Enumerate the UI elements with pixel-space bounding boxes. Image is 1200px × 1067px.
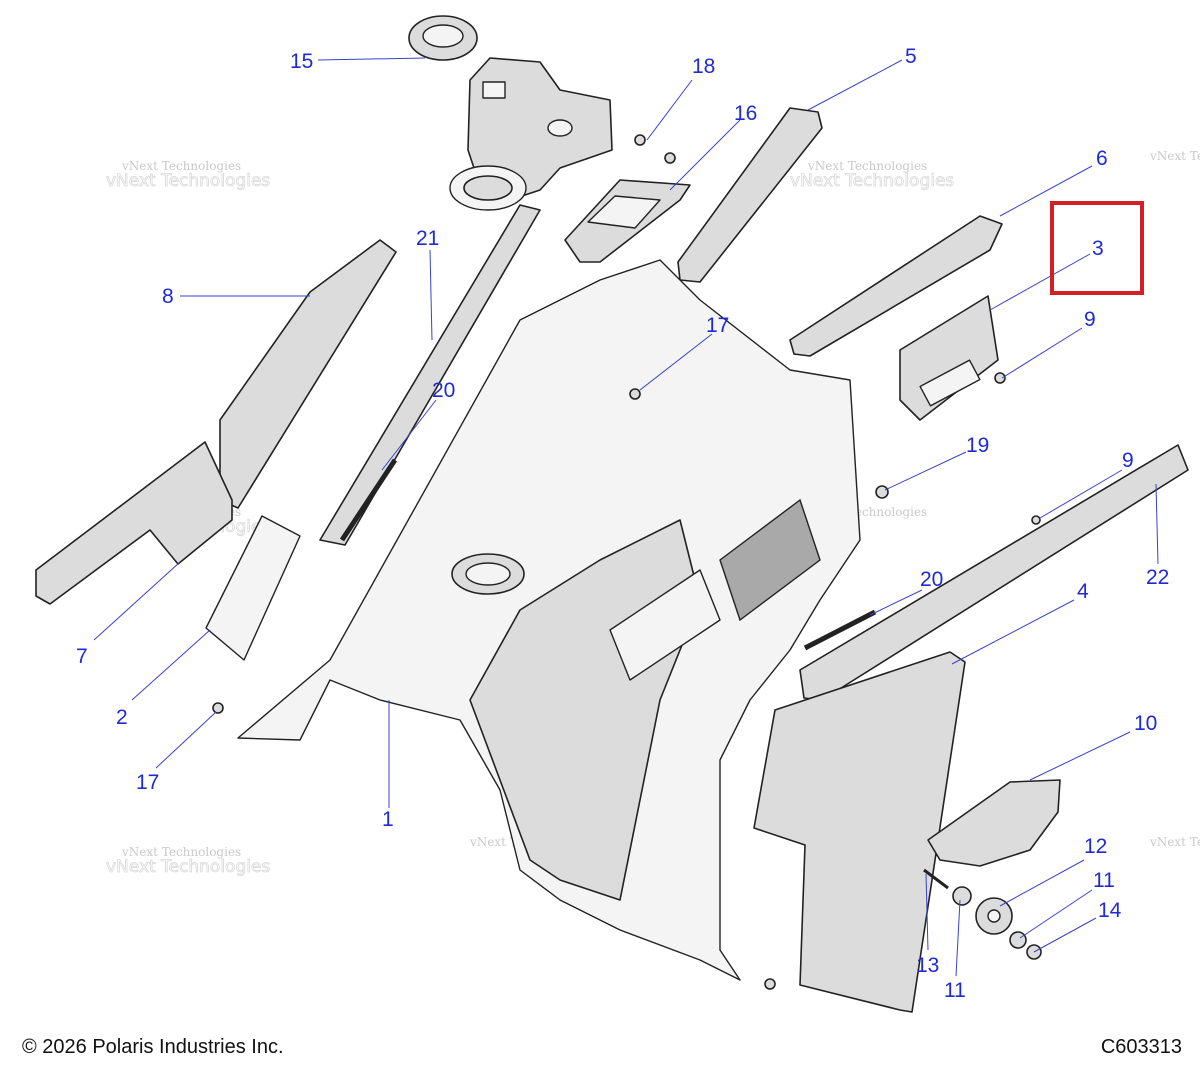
callout-6[interactable]: 6 bbox=[1096, 147, 1108, 170]
part-5-pad bbox=[677, 107, 823, 283]
part-20-rod-lower bbox=[803, 609, 877, 651]
part-3-grill bbox=[899, 295, 999, 421]
watermark: vNext Technologies bbox=[106, 857, 270, 877]
callout-1[interactable]: 1 bbox=[382, 808, 394, 831]
callout-11[interactable]: 11 bbox=[1093, 869, 1115, 892]
callout-11[interactable]: 11 bbox=[944, 979, 966, 1002]
part-22-strip bbox=[799, 444, 1189, 701]
callout-9[interactable]: 9 bbox=[1122, 449, 1134, 472]
leader-line bbox=[925, 873, 929, 951]
callout-15[interactable]: 15 bbox=[290, 50, 313, 73]
leader-line bbox=[669, 119, 741, 191]
part-6-pad bbox=[789, 215, 1003, 357]
leader-line bbox=[1039, 469, 1123, 519]
watermark: vNext Technologies bbox=[790, 171, 954, 191]
leader-line bbox=[999, 165, 1093, 217]
part-4-pad bbox=[753, 651, 966, 1013]
leader-line bbox=[639, 333, 713, 391]
leader-line bbox=[951, 599, 1075, 665]
callout-14[interactable]: 14 bbox=[1098, 899, 1122, 922]
leader-line bbox=[1019, 889, 1093, 939]
callout-8[interactable]: 8 bbox=[162, 285, 174, 308]
leader-line bbox=[317, 57, 426, 61]
leader-line bbox=[989, 253, 1091, 311]
callout-20[interactable]: 20 bbox=[432, 379, 455, 402]
leader-line bbox=[1155, 483, 1159, 565]
leader-line bbox=[999, 859, 1085, 907]
leader-line bbox=[131, 629, 211, 701]
leader-line bbox=[869, 589, 923, 616]
figure-id: C603313 bbox=[1100, 1036, 1182, 1058]
watermark: vNext Technologies bbox=[121, 159, 241, 173]
callout-20[interactable]: 20 bbox=[920, 568, 943, 591]
watermark: vNext Technologies bbox=[1149, 835, 1200, 849]
callout-18[interactable]: 18 bbox=[692, 55, 715, 78]
leader-line bbox=[884, 451, 967, 491]
part-15-ring bbox=[408, 15, 478, 61]
callout-3[interactable]: 3 bbox=[1092, 237, 1104, 260]
leader-line bbox=[955, 899, 961, 977]
callout-7[interactable]: 7 bbox=[76, 645, 88, 668]
leader-line bbox=[429, 249, 433, 341]
leader-lines bbox=[93, 57, 1159, 977]
leader-line bbox=[1033, 917, 1097, 953]
watermark: vNext Technologies bbox=[807, 159, 927, 173]
callout-16[interactable]: 16 bbox=[734, 102, 757, 125]
callout-9[interactable]: 9 bbox=[1084, 308, 1096, 331]
highlighted-callout-box bbox=[1050, 201, 1144, 295]
callouts: 15 18 5 16 6 3 21 8 17 9 20 19 9 22 20 4… bbox=[76, 45, 1169, 1002]
callout-2[interactable]: 2 bbox=[116, 706, 128, 729]
callout-17[interactable]: 17 bbox=[706, 314, 729, 337]
callout-17[interactable]: 17 bbox=[136, 771, 159, 794]
leader-line bbox=[807, 59, 903, 111]
watermark: vNext Technologies bbox=[121, 845, 241, 859]
leader-line bbox=[155, 711, 217, 769]
watermark: vNext Technologies bbox=[1149, 149, 1200, 163]
part-16-plate bbox=[564, 179, 691, 263]
leader-line bbox=[1029, 731, 1131, 781]
part-hardware bbox=[212, 134, 1042, 990]
leader-line bbox=[1001, 327, 1083, 379]
part-1-main-body bbox=[237, 259, 861, 981]
leader-line bbox=[93, 561, 181, 641]
part-20-rod bbox=[339, 458, 398, 542]
copyright-text: © 2026 Polaris Industries Inc. bbox=[22, 1036, 284, 1058]
part-7-pad bbox=[35, 441, 233, 605]
leader-line bbox=[646, 79, 693, 141]
part-top-bracket bbox=[449, 57, 613, 211]
parts bbox=[35, 15, 1189, 1013]
watermark: vNext Technologies bbox=[106, 171, 270, 191]
callout-21[interactable]: 21 bbox=[416, 227, 439, 250]
callout-4[interactable]: 4 bbox=[1077, 580, 1089, 603]
part-2-sheet bbox=[205, 515, 301, 661]
callout-12[interactable]: 12 bbox=[1084, 835, 1107, 858]
part-10-bracket bbox=[927, 779, 1061, 867]
callout-19[interactable]: 19 bbox=[966, 434, 989, 457]
leader-line bbox=[381, 399, 437, 471]
callout-5[interactable]: 5 bbox=[905, 45, 917, 68]
callout-10[interactable]: 10 bbox=[1134, 712, 1157, 735]
callout-22[interactable]: 22 bbox=[1146, 566, 1169, 589]
callout-13[interactable]: 13 bbox=[916, 954, 939, 977]
part-21-strip bbox=[319, 204, 541, 546]
